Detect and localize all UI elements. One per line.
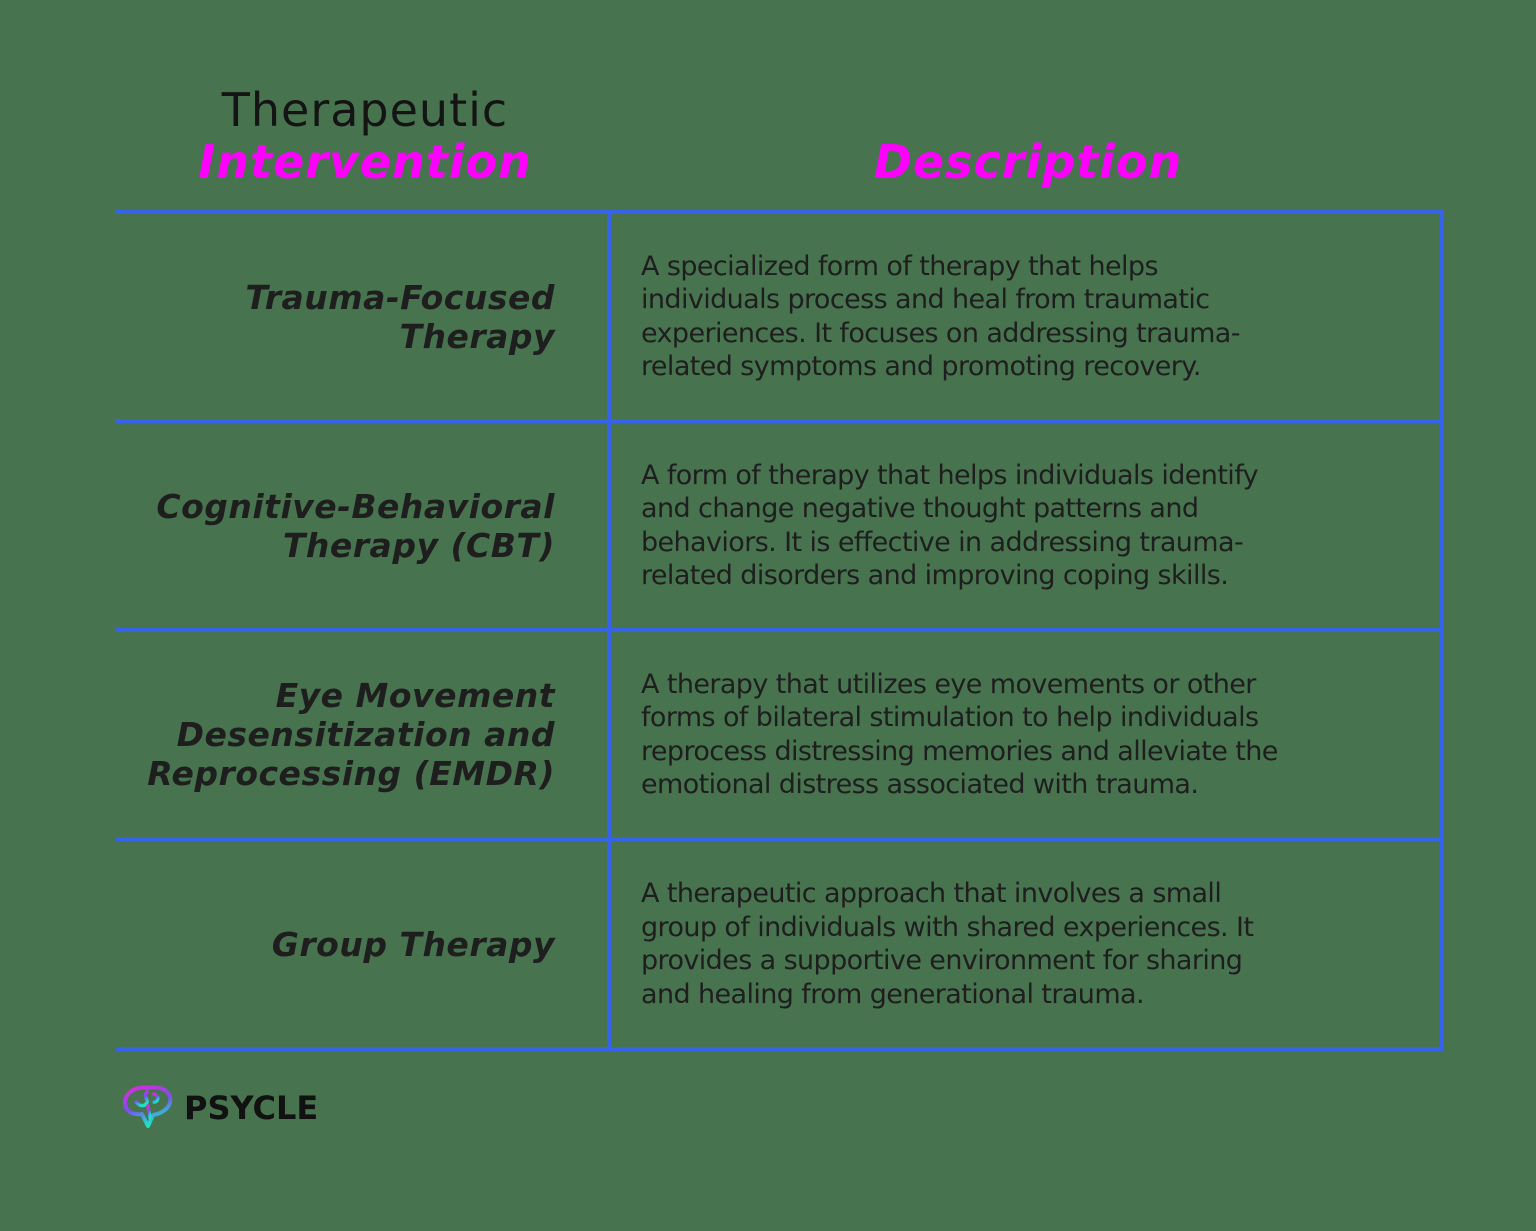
logo-text: PSYCLE <box>184 1089 319 1127</box>
brain-icon <box>120 1082 176 1134</box>
psycle-logo: PSYCLE <box>120 1082 318 1134</box>
table-row: Trauma-Focused Therapy A specialized for… <box>116 210 1444 419</box>
description-cell: A therapeutic approach that involves a s… <box>611 841 1444 1047</box>
intervention-description: A therapy that utilizes eye movements or… <box>641 668 1278 801</box>
intervention-name: Eye Movement Desensitization and Reproce… <box>147 676 555 793</box>
intervention-name: Trauma-Focused Therapy <box>245 277 555 356</box>
intervention-cell: Eye Movement Desensitization and Reproce… <box>116 632 611 837</box>
table-row: Eye Movement Desensitization and Reproce… <box>116 628 1444 837</box>
column-header-intervention: Therapeutic Intervention <box>170 84 560 188</box>
intervention-description: A form of therapy that helps individuals… <box>641 459 1259 592</box>
table-row: Group Therapy A therapeutic approach tha… <box>116 837 1444 1051</box>
table-row: Cognitive-Behavioral Therapy (CBT) A for… <box>116 419 1444 628</box>
header-line-therapeutic: Therapeutic <box>221 83 509 137</box>
header-description-label: Description <box>873 135 1183 189</box>
intervention-cell: Trauma-Focused Therapy <box>116 214 611 419</box>
description-cell: A form of therapy that helps individuals… <box>611 423 1444 628</box>
intervention-cell: Cognitive-Behavioral Therapy (CBT) <box>116 423 611 628</box>
column-header-description: Description <box>612 136 1444 188</box>
intervention-description: A therapeutic approach that involves a s… <box>641 878 1254 1010</box>
description-cell: A therapy that utilizes eye movements or… <box>611 632 1444 837</box>
interventions-table: Trauma-Focused Therapy A specialized for… <box>116 210 1444 1051</box>
description-cell: A specialized form of therapy that helps… <box>611 214 1444 419</box>
intervention-cell: Group Therapy <box>116 841 611 1047</box>
header-line-intervention: Intervention <box>198 135 532 189</box>
intervention-name: Cognitive-Behavioral Therapy (CBT) <box>156 486 555 565</box>
intervention-description: A specialized form of therapy that helps… <box>641 250 1240 383</box>
intervention-name: Group Therapy <box>271 924 555 964</box>
